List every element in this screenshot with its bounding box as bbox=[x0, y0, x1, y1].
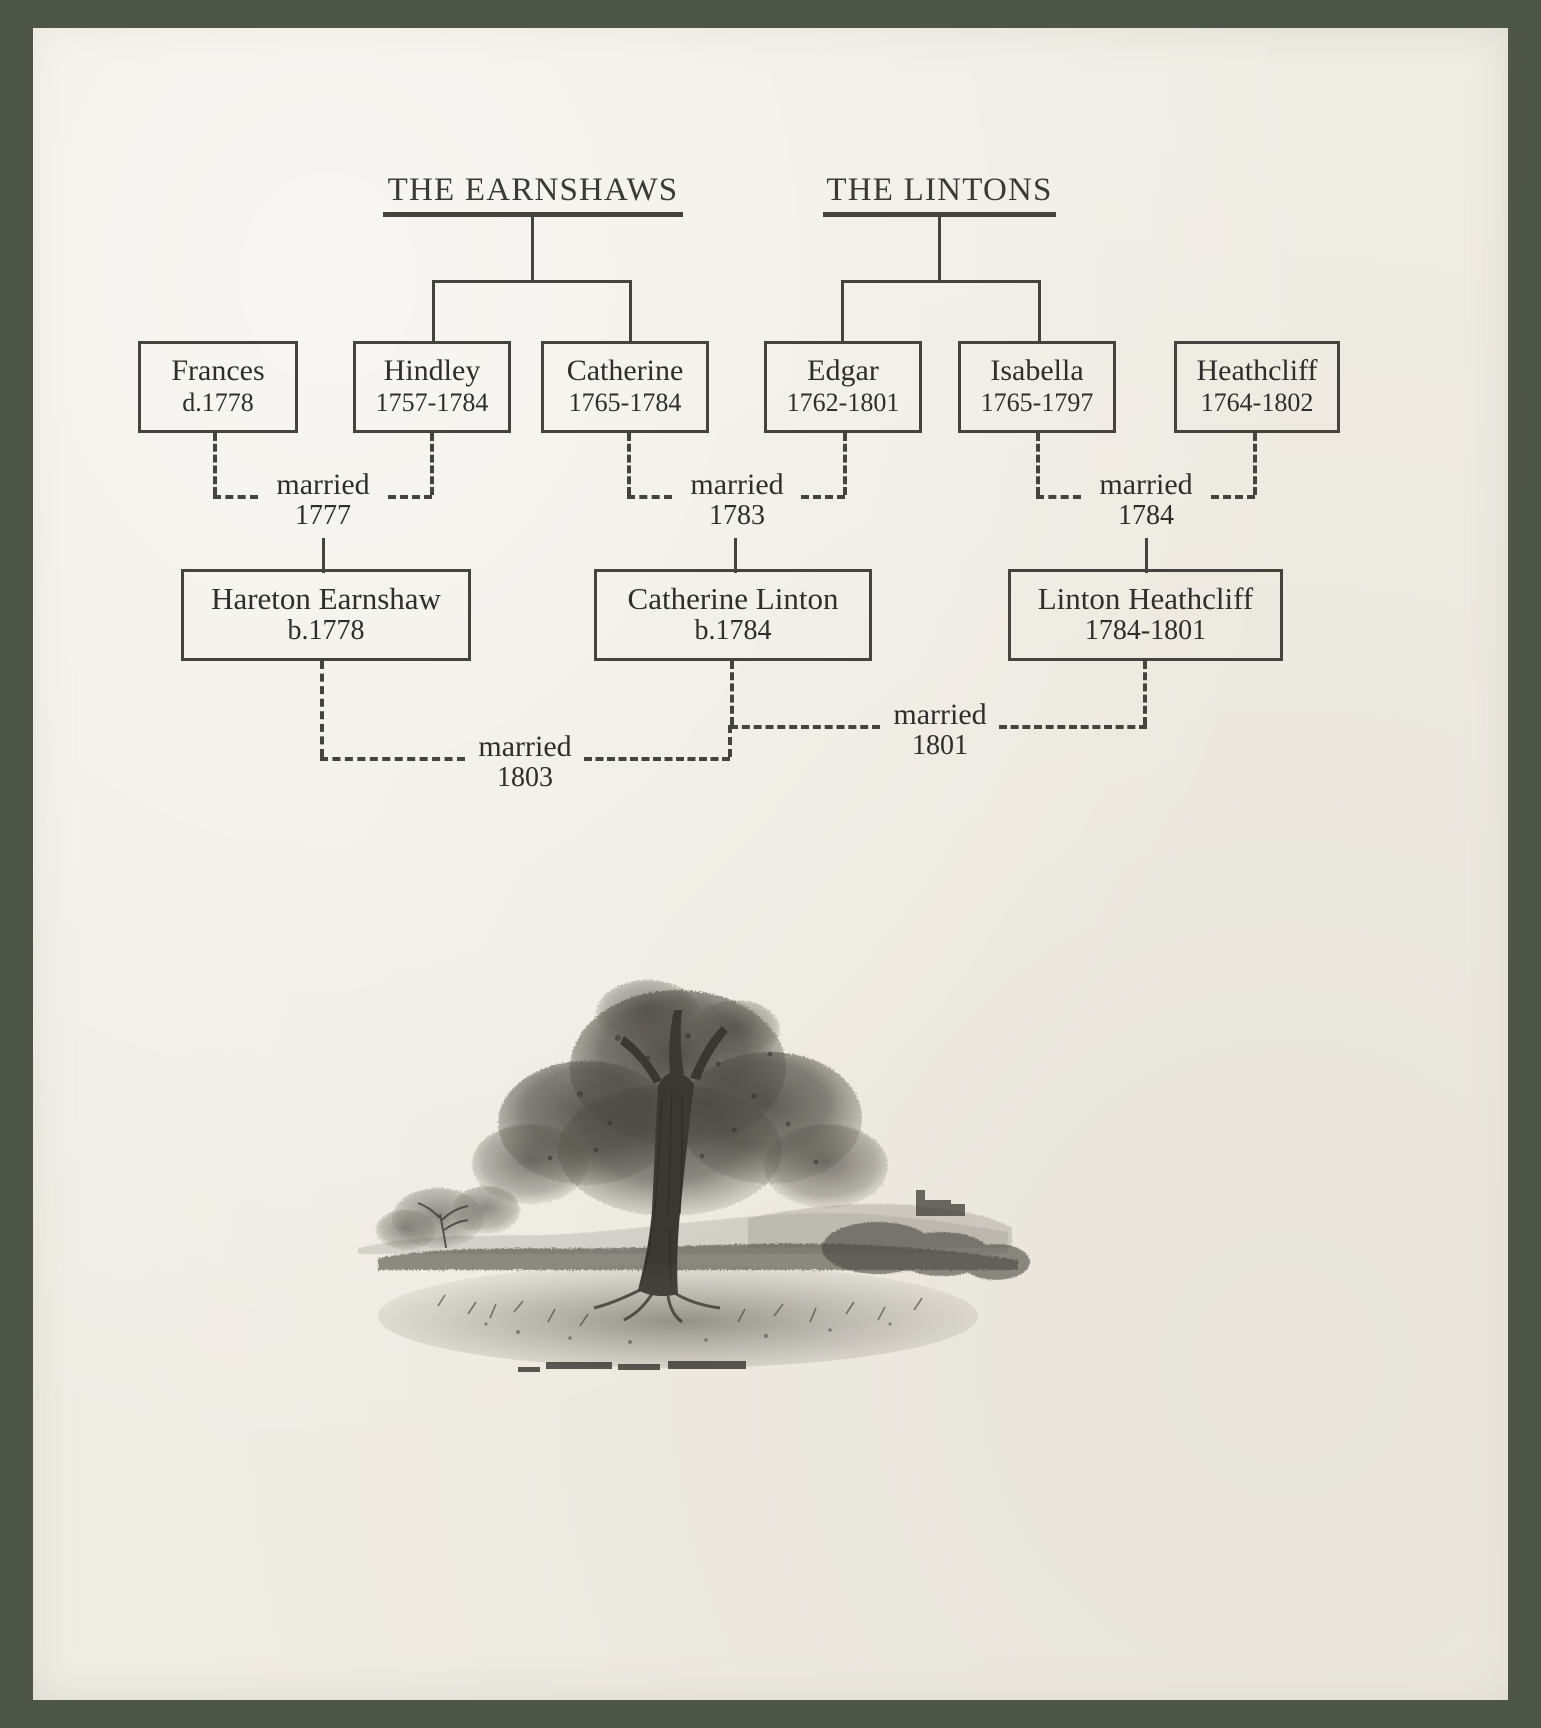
child-stem-hareton bbox=[322, 538, 325, 573]
person-name-linton-heathcliff: Linton Heathcliff bbox=[1037, 580, 1254, 616]
marriage-1801-bar-left bbox=[730, 725, 880, 729]
person-name-catherine: Catherine bbox=[566, 354, 684, 388]
person-box-isabella: Isabella 1765-1797 bbox=[958, 341, 1116, 433]
person-dates-hareton: b.1778 bbox=[287, 615, 365, 647]
marriage-1784-bar-right bbox=[1211, 495, 1255, 499]
marriage-1803-bar-right bbox=[584, 757, 730, 761]
marriage-1801-left-drop bbox=[730, 661, 734, 725]
person-dates-edgar: 1762-1801 bbox=[786, 387, 900, 417]
marriage-word-1784: married bbox=[1099, 468, 1193, 501]
person-box-linton-heathcliff: Linton Heathcliff 1784-1801 bbox=[1008, 569, 1283, 661]
marriage-1777-bar-left bbox=[213, 495, 258, 499]
heading-lintons: THE LINTONS bbox=[823, 172, 1056, 217]
heading-earnshaws: THE EARNSHAWS bbox=[383, 172, 683, 217]
person-dates-catherine: 1765-1784 bbox=[568, 387, 682, 417]
marriage-1784-right-drop bbox=[1253, 433, 1257, 495]
person-name-edgar: Edgar bbox=[807, 354, 879, 388]
marriage-1783-right-drop bbox=[843, 433, 847, 495]
person-box-hindley: Hindley 1757-1784 bbox=[353, 341, 511, 433]
marriage-1784-bar-left bbox=[1036, 495, 1081, 499]
person-dates-frances: d.1778 bbox=[182, 387, 254, 417]
heading-lintons-label: THE LINTONS bbox=[826, 172, 1053, 208]
paper-texture bbox=[33, 28, 1508, 1700]
person-box-catherine: Catherine 1765-1784 bbox=[541, 341, 709, 433]
marriage-label-1777: married 1777 bbox=[258, 468, 388, 532]
earnshaws-stem bbox=[531, 214, 534, 281]
person-box-frances: Frances d.1778 bbox=[138, 341, 298, 433]
child-stem-linton-heathcliff bbox=[1145, 538, 1148, 573]
person-dates-hindley: 1757-1784 bbox=[375, 387, 489, 417]
person-name-hareton: Hareton Earnshaw bbox=[211, 580, 441, 616]
lintons-stem bbox=[938, 214, 941, 281]
marriage-1783-bar-right bbox=[801, 495, 845, 499]
earnshaws-crossbar bbox=[432, 280, 632, 283]
marriage-1801-right-drop bbox=[1143, 661, 1147, 725]
marriage-label-1783: married 1783 bbox=[672, 468, 802, 532]
marriage-1783-left-drop bbox=[627, 433, 631, 495]
lintons-drop-isabella bbox=[1038, 280, 1041, 342]
person-box-hareton: Hareton Earnshaw b.1778 bbox=[181, 569, 471, 661]
marriage-year-1777: 1777 bbox=[295, 500, 351, 531]
marriage-label-1801: married 1801 bbox=[880, 698, 1000, 762]
marriage-1803-right-drop bbox=[728, 725, 732, 757]
person-box-catherine-linton: Catherine Linton b.1784 bbox=[594, 569, 872, 661]
marriage-1777-bar-right bbox=[388, 495, 432, 499]
tree-landscape-engraving-icon bbox=[318, 918, 1038, 1418]
marriage-year-1801: 1801 bbox=[912, 730, 968, 761]
person-dates-isabella: 1765-1797 bbox=[980, 387, 1094, 417]
marriage-1784-left-drop bbox=[1036, 433, 1040, 495]
marriage-1777-left-drop bbox=[213, 433, 217, 495]
marriage-year-1783: 1783 bbox=[709, 500, 765, 531]
marriage-word-1801: married bbox=[893, 698, 987, 731]
marriage-label-1803: married 1803 bbox=[465, 730, 585, 794]
heading-earnshaws-label: THE EARNSHAWS bbox=[387, 172, 679, 208]
person-dates-heathcliff: 1764-1802 bbox=[1200, 387, 1314, 417]
marriage-year-1803: 1803 bbox=[497, 762, 553, 793]
person-name-isabella: Isabella bbox=[990, 354, 1084, 388]
paper-page: THE EARNSHAWS THE LINTONS Frances d.1778… bbox=[33, 28, 1508, 1700]
earnshaws-drop-hindley bbox=[432, 280, 435, 342]
person-name-hindley: Hindley bbox=[383, 354, 481, 388]
person-name-frances: Frances bbox=[171, 354, 265, 388]
person-box-heathcliff: Heathcliff 1764-1802 bbox=[1174, 341, 1340, 433]
person-dates-linton-heathcliff: 1784-1801 bbox=[1084, 615, 1207, 647]
person-box-edgar: Edgar 1762-1801 bbox=[764, 341, 922, 433]
marriage-1777-right-drop bbox=[430, 433, 434, 495]
marriage-1803-left-drop bbox=[320, 661, 324, 757]
marriage-1783-bar-left bbox=[627, 495, 672, 499]
person-name-heathcliff: Heathcliff bbox=[1196, 354, 1318, 388]
marriage-1801-bar-right bbox=[999, 725, 1147, 729]
person-dates-catherine-linton: b.1784 bbox=[694, 615, 772, 647]
marriage-word-1777: married bbox=[276, 468, 370, 501]
marriage-label-1784: married 1784 bbox=[1081, 468, 1211, 532]
lintons-crossbar bbox=[841, 280, 1041, 283]
person-name-catherine-linton: Catherine Linton bbox=[627, 580, 839, 616]
marriage-word-1783: married bbox=[690, 468, 784, 501]
marriage-word-1803: married bbox=[478, 730, 572, 763]
marriage-1803-bar-left bbox=[320, 757, 465, 761]
lintons-drop-edgar bbox=[841, 280, 844, 342]
earnshaws-drop-catherine bbox=[629, 280, 632, 342]
child-stem-catherine-linton bbox=[734, 538, 737, 573]
marriage-year-1784: 1784 bbox=[1118, 500, 1174, 531]
